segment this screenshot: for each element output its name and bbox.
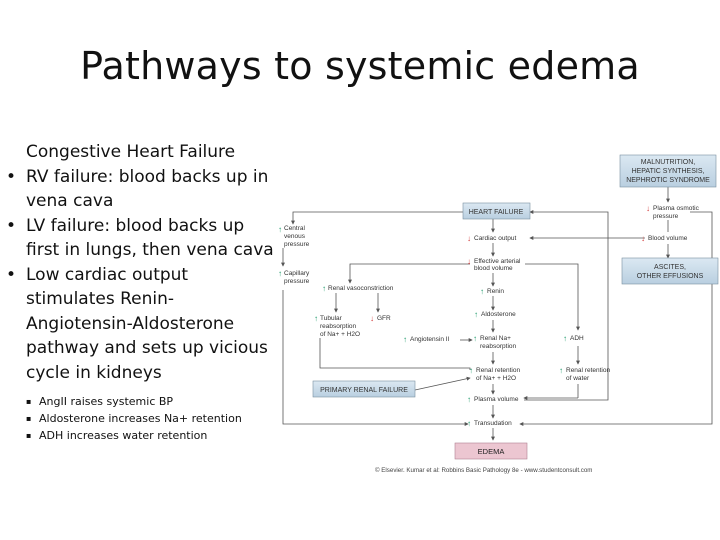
node-labels: ↑ Central venous pressure ↑ Capillary pr… bbox=[278, 204, 700, 428]
down-arrow-icon: ↓ bbox=[646, 204, 650, 213]
down-arrow-icon: ↓ bbox=[467, 257, 471, 266]
connector-lines bbox=[281, 187, 713, 441]
node-label: Tubular bbox=[320, 315, 343, 322]
up-arrow-icon: ↑ bbox=[278, 269, 282, 278]
node-label: Blood volume bbox=[648, 235, 688, 242]
box-ascites: ASCITES, OTHER EFFUSIONS bbox=[621, 257, 719, 285]
up-arrow-icon: ↑ bbox=[469, 366, 473, 375]
down-arrow-icon: ↓ bbox=[467, 234, 471, 243]
up-arrow-icon: ↑ bbox=[467, 419, 471, 428]
node-label: Renal retention bbox=[476, 367, 520, 374]
up-arrow-icon: ↑ bbox=[480, 287, 484, 296]
node-label: GFR bbox=[377, 315, 391, 322]
up-arrow-icon: ↑ bbox=[563, 334, 567, 343]
up-arrow-icon: ↑ bbox=[314, 314, 318, 323]
box-text: EDEMA bbox=[478, 447, 505, 456]
box-edema: EDEMA bbox=[454, 442, 528, 460]
node-label: of Na+ + H2O bbox=[320, 331, 360, 338]
bullet-list: RV failure: blood backs up in vena cava … bbox=[6, 165, 274, 386]
node-label: Renin bbox=[487, 288, 504, 295]
node-label: venous bbox=[284, 233, 306, 240]
up-arrow-icon: ↑ bbox=[278, 225, 282, 234]
credit-text: © Elsevier. Kumar et al: Robbins Basic P… bbox=[375, 467, 592, 474]
node-label: Central bbox=[284, 225, 306, 232]
box-text: HEPATIC SYNTHESIS, bbox=[632, 168, 705, 175]
node-label: Renal Na+ bbox=[480, 335, 511, 342]
up-arrow-icon: ↑ bbox=[403, 335, 407, 344]
text-content: Congestive Heart Failure RV failure: blo… bbox=[6, 140, 274, 444]
node-label: Effective arterial bbox=[474, 258, 521, 265]
node-label: Renal vasoconstriction bbox=[328, 285, 394, 292]
node-label: Renal retention bbox=[566, 367, 610, 374]
node-label: Aldosterone bbox=[481, 311, 516, 318]
node-label: ADH bbox=[570, 335, 584, 342]
node-label: Capillary bbox=[284, 270, 310, 277]
node-label: pressure bbox=[284, 241, 310, 248]
node-label: of Na+ + H2O bbox=[476, 375, 516, 382]
edema-pathway-diagram: MALNUTRITION, HEPATIC SYNTHESIS, NEPHROT… bbox=[278, 154, 719, 474]
box-text: NEPHROTIC SYNDROME bbox=[626, 177, 710, 184]
box-text: MALNUTRITION, bbox=[641, 159, 696, 166]
box-malnutrition: MALNUTRITION, HEPATIC SYNTHESIS, NEPHROT… bbox=[619, 154, 717, 188]
node-label: Transudation bbox=[474, 420, 512, 427]
node-label: reabsorption bbox=[480, 343, 517, 350]
sub-bullet-item: AngII raises systemic BP bbox=[6, 393, 274, 410]
node-label: Plasma osmotic bbox=[653, 205, 700, 212]
box-text: HEART FAILURE bbox=[469, 209, 524, 216]
down-arrow-icon: ↓ bbox=[641, 234, 645, 243]
bullet-item: RV failure: blood backs up in vena cava bbox=[6, 165, 274, 214]
box-text: ASCITES, bbox=[654, 264, 686, 271]
bullet-item: Low cardiac output stimulates Renin-Angi… bbox=[6, 263, 274, 386]
sub-bullet-list: AngII raises systemic BP Aldosterone inc… bbox=[6, 393, 274, 444]
node-label: Cardiac output bbox=[474, 235, 516, 242]
up-arrow-icon: ↑ bbox=[473, 334, 477, 343]
up-arrow-icon: ↑ bbox=[467, 395, 471, 404]
sub-bullet-item: ADH increases water retention bbox=[6, 427, 274, 444]
slide-title: Pathways to systemic edema bbox=[80, 44, 640, 88]
box-heart-failure: HEART FAILURE bbox=[462, 202, 531, 220]
bullet-item: LV failure: blood backs up first in lung… bbox=[6, 214, 274, 263]
node-label: Angiotensin II bbox=[410, 336, 450, 343]
node-label: reabsorption bbox=[320, 323, 357, 330]
up-arrow-icon: ↑ bbox=[322, 284, 326, 293]
up-arrow-icon: ↑ bbox=[474, 310, 478, 319]
up-arrow-icon: ↑ bbox=[559, 366, 563, 375]
box-primary-renal-failure: PRIMARY RENAL FAILURE bbox=[312, 380, 416, 398]
box-text: OTHER EFFUSIONS bbox=[637, 273, 704, 280]
node-label: of water bbox=[566, 375, 590, 382]
node-label: blood volume bbox=[474, 265, 513, 272]
node-label: pressure bbox=[653, 213, 679, 220]
sub-bullet-item: Aldosterone increases Na+ retention bbox=[6, 410, 274, 427]
down-arrow-icon: ↓ bbox=[370, 314, 374, 323]
node-label: Plasma volume bbox=[474, 396, 519, 403]
node-label: pressure bbox=[284, 278, 310, 285]
box-text: PRIMARY RENAL FAILURE bbox=[320, 387, 408, 394]
section-heading: Congestive Heart Failure bbox=[26, 142, 236, 162]
